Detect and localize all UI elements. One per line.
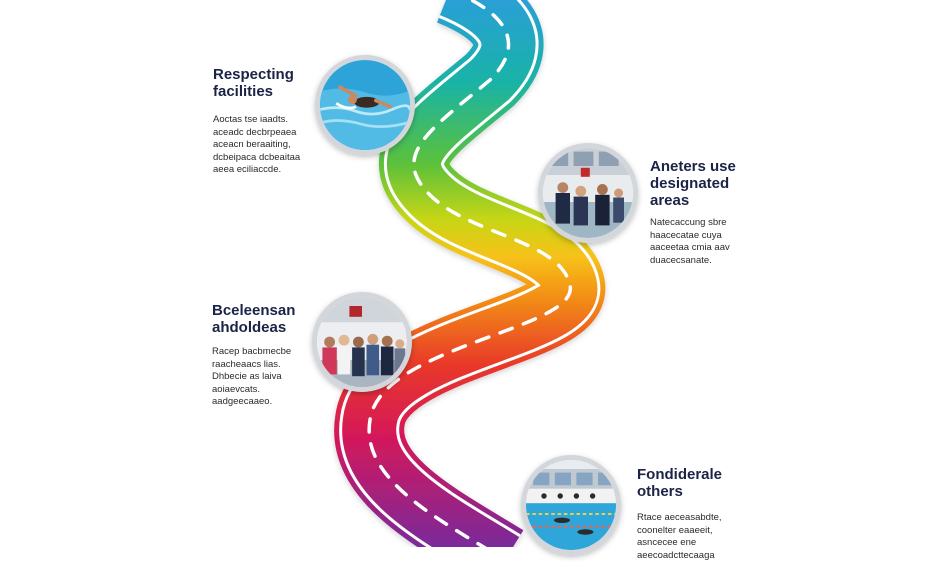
milestone-description: Natecaccung sbre haacecatae cuya aaceeta… xyxy=(650,217,730,266)
spectators-photo xyxy=(538,143,638,243)
milestone-spectators: Bceleensan ahdoldeas Racep bacbmecbe raa… xyxy=(212,302,312,409)
swimmer-photo xyxy=(315,55,415,155)
milestone-description: Racep bacbmecbe raacheaacs lias. Dhbecie… xyxy=(212,346,292,407)
milestone-description: Rtace aeceasabdte, coonelter eaaeeit, as… xyxy=(637,512,722,561)
road-path xyxy=(334,0,606,547)
milestone-description: Aoctas tse iaadts. aceadc decbrpeaea ace… xyxy=(213,114,301,175)
milestone-title: Bceleensan ahdoldeas xyxy=(212,302,296,336)
milestone-title: Aneters use designated areas xyxy=(650,158,736,209)
road-center-dashes xyxy=(367,0,572,547)
milestone-respecting-facilities: Respecting facilities Aoctas tse iaadts.… xyxy=(213,66,313,177)
milestone-designated-areas: Aneters use designated areas Natecaccung… xyxy=(650,158,760,267)
crowd-photo xyxy=(312,292,412,392)
pool-photo xyxy=(521,455,621,555)
milestone-title: Fondiderale others xyxy=(637,466,723,500)
milestone-title: Respecting facilities xyxy=(213,66,294,100)
milestone-considerate-others: Fondiderale others Rtace aeceasabdte, co… xyxy=(637,466,747,562)
